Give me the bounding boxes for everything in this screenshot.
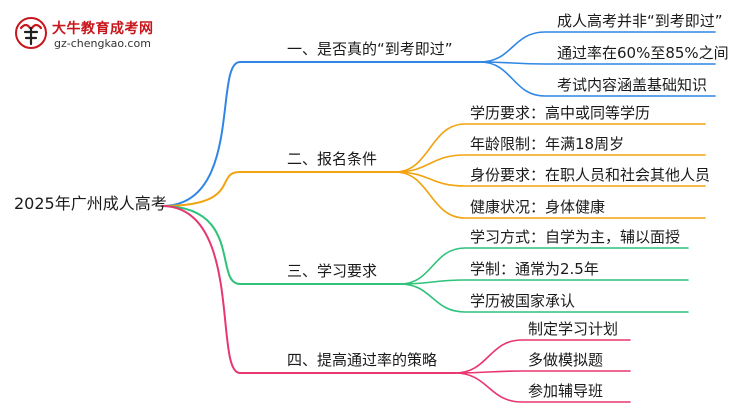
branch-3-item-2-connector xyxy=(399,279,689,285)
branch-4-title: 四、提高通过率的策略 xyxy=(287,351,438,369)
branch-1-item-3: 考试内容涵盖基础知识 xyxy=(557,76,708,94)
branch-4-item-1-connector xyxy=(454,339,631,374)
branch-4-item-3-connector xyxy=(454,372,631,403)
branch-1-connector xyxy=(161,61,481,207)
branch-2-item-4: 健康状况：身体健康 xyxy=(470,198,606,216)
branch-3-item-3-connector xyxy=(399,283,689,313)
branch-3-item-2: 学制：通常为2.5年 xyxy=(470,260,599,278)
branch-2-item-2: 年龄限制：年满18周岁 xyxy=(470,135,625,153)
branch-4-connector xyxy=(161,205,456,374)
branch-2-item-4-connector xyxy=(394,171,706,219)
branch-1-item-1-connector xyxy=(479,31,716,63)
logo-url: gz-chengkao.com xyxy=(54,37,151,50)
branch-4-item-3: 参加辅导班 xyxy=(528,382,604,400)
branch-2-title: 二、报名条件 xyxy=(287,150,378,168)
branch-3-item-1-connector xyxy=(399,247,689,285)
branch-2-item-1: 学历要求：高中或同等学历 xyxy=(470,104,651,122)
branch-3-connector xyxy=(161,205,401,285)
branch-3-title: 三、学习要求 xyxy=(287,262,378,280)
branch-2-item-3-connector xyxy=(394,171,706,187)
branch-1-title: 一、是否真的“到考即过” xyxy=(287,40,453,58)
branch-1-item-2: 通过率在60%至85%之间 xyxy=(557,44,729,62)
branch-3-item-3: 学历被国家承认 xyxy=(470,292,576,310)
branch-1-item-1: 成人高考并非“到考即过” xyxy=(557,12,723,30)
branch-2-connector xyxy=(161,171,396,207)
branch-2-item-1-connector xyxy=(394,123,706,173)
bull-logo-icon xyxy=(15,17,47,49)
branch-3-item-1: 学习方式：自学为主，辅以面授 xyxy=(470,228,681,246)
branch-2-item-2-connector xyxy=(394,154,706,173)
branch-1-item-2-connector xyxy=(479,61,716,65)
branch-4-item-2: 多做模拟题 xyxy=(528,351,604,369)
logo-name: 大牛教育成考网 xyxy=(52,21,154,37)
site-logo[interactable]: 大牛教育成考网 gz-chengkao.com xyxy=(14,16,164,56)
branch-4-item-2-connector xyxy=(454,370,631,374)
branch-2-item-3: 身份要求：在职人员和社会其他人员 xyxy=(470,166,711,184)
root-topic: 2025年广州成人高考 xyxy=(14,194,167,213)
branch-4-item-1: 制定学习计划 xyxy=(528,320,619,338)
branch-1-item-3-connector xyxy=(479,61,716,97)
